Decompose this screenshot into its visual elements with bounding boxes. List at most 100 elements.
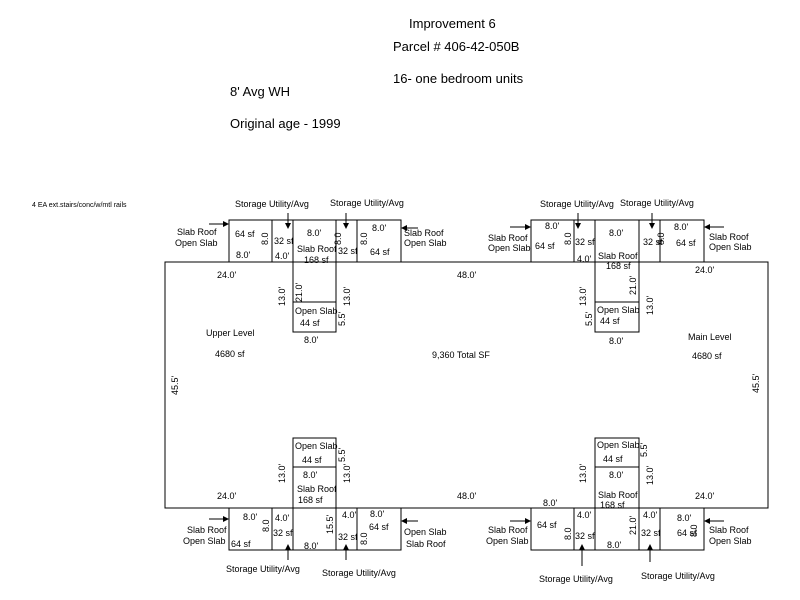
dims-d8: 8.0'	[370, 509, 385, 519]
bl-32-left	[271, 507, 294, 551]
dims-d21: 21.0'	[628, 275, 638, 295]
labels-sf-64: 64 sf	[535, 241, 555, 251]
labels-open-slab: Open Slab	[404, 527, 447, 537]
labels-sf-64: 64 sf	[370, 247, 390, 257]
dims-d8: 8.0'	[609, 228, 624, 238]
dims-d8: 8.0'	[609, 470, 624, 480]
labels-slab-roof: Slab Roof	[488, 525, 528, 535]
labels-sf-64: 64 sf	[676, 238, 696, 248]
dims-d8: 8.0'	[307, 228, 322, 238]
wall-height: 8' Avg WH	[230, 84, 291, 99]
labels-slab-roof: Slab Roof	[406, 539, 446, 549]
original-age: Original age - 1999	[230, 116, 341, 131]
total-sf: 9,360 Total SF	[432, 350, 490, 360]
dims-d13: 13.0'	[645, 465, 655, 485]
labels-sf-44: 44 sf	[302, 455, 322, 465]
labels-slab-roof: Slab Roof	[297, 244, 337, 254]
bl-64-right	[356, 507, 402, 551]
labels-sf-44: 44 sf	[603, 454, 623, 464]
br-storage-left: Storage Utility/Avg	[539, 574, 613, 584]
dims-d8: 8.0'	[243, 512, 258, 522]
br-open-slab	[594, 437, 640, 551]
labels-sf-64: 64 sf	[231, 539, 251, 549]
dims-d8: 8.0'	[543, 498, 558, 508]
dims-d8a: 8.0	[563, 527, 573, 540]
dims-d21: 21.0'	[628, 515, 638, 535]
labels-sf-32: 32 sf	[575, 237, 595, 247]
labels-open-slab: Open Slab	[597, 440, 640, 450]
dims-d8: 8.0'	[607, 540, 622, 550]
dims-d4: 4.0'	[577, 510, 592, 520]
labels-open-slab: Open Slab	[486, 536, 529, 546]
labels-open-slab: Open Slab	[295, 441, 338, 451]
dims-d4: 4.0'	[643, 510, 658, 520]
tl-slab-roof	[292, 219, 337, 333]
dims-d24: 24.0'	[695, 491, 715, 501]
br-64-right	[659, 507, 705, 551]
dims-d13: 13.0'	[277, 463, 287, 483]
dims-d24: 24.0'	[217, 491, 237, 501]
dims-d48: 48.0'	[457, 270, 477, 280]
main-level-label: Main Level	[688, 332, 732, 342]
dims-d8a: 8.0	[563, 232, 573, 245]
dims-d5-5: 5.5'	[584, 311, 594, 326]
dims-d8: 8.0'	[304, 541, 319, 551]
labels-slab-roof: Slab Roof	[488, 233, 528, 243]
main-level-sf: 4680 sf	[692, 351, 722, 361]
labels-open-slab: Open Slab	[597, 305, 640, 315]
bl-storage-left: Storage Utility/Avg	[226, 564, 300, 574]
dims-d5-5: 5.5'	[337, 311, 347, 326]
dims-d8a: 8.0	[333, 232, 343, 245]
labels-sf-64: 64 sf	[677, 528, 697, 538]
labels-open-slab: Open Slab	[709, 536, 752, 546]
dims-d8a: 8.0	[359, 532, 369, 545]
dims-d13: 13.0'	[645, 295, 655, 315]
dims-d13: 13.0'	[578, 463, 588, 483]
labels-sf-32: 32 sf	[338, 532, 358, 542]
dims-d5-5: 5.5'	[337, 447, 347, 462]
upper-level-label: Upper Level	[206, 328, 255, 338]
labels-slab-roof: Slab Roof	[598, 490, 638, 500]
dims-d8a: 8.0	[656, 232, 666, 245]
labels-open-slab: Open Slab	[488, 243, 531, 253]
dims-d24: 24.0'	[217, 270, 237, 280]
dims-d45-5: 45.5'	[751, 373, 761, 393]
title: Improvement 6	[409, 16, 496, 31]
labels-open-slab: Open Slab	[183, 536, 226, 546]
br-storage-right: Storage Utility/Avg	[641, 571, 715, 581]
labels-sf-168: 168 sf	[304, 255, 329, 265]
labels-sf-32: 32 sf	[643, 237, 663, 247]
dims-d8a: 8.0	[359, 232, 369, 245]
labels-sf-44: 44 sf	[600, 316, 620, 326]
dims-d8: 8.0'	[677, 513, 692, 523]
dims-d4: 4.0'	[342, 510, 357, 520]
parcel-number: Parcel # 406-42-050B	[393, 39, 520, 54]
labels-slab-roof: Slab Roof	[709, 525, 749, 535]
labels-slab-roof: Slab Roof	[177, 227, 217, 237]
dims-d13: 13.0'	[342, 463, 352, 483]
labels-sf-64: 64 sf	[369, 522, 389, 532]
bl-open-slab	[292, 437, 337, 551]
dims-d15-5: 15.5'	[325, 514, 335, 534]
labels-open-slab: Open Slab	[175, 238, 218, 248]
labels-sf-64: 64 sf	[235, 229, 255, 239]
dims-d21: 21.0'	[294, 282, 304, 302]
tl-64-right	[356, 219, 402, 263]
dims-d45-5: 45.5'	[170, 375, 180, 395]
labels-open-slab: Open Slab	[709, 242, 752, 252]
dims-d4: 4.0'	[577, 254, 592, 264]
dims-d5-5: 5.5'	[639, 442, 649, 457]
tr-slab-roof	[594, 219, 640, 333]
dims-d13: 13.0'	[342, 286, 352, 306]
dims-d8: 8.0'	[545, 221, 560, 231]
labels-slab-roof: Slab Roof	[404, 228, 444, 238]
dims-d4: 4.0'	[275, 251, 290, 261]
dims-d48: 48.0'	[457, 491, 477, 501]
dims-d8: 8.0'	[236, 250, 251, 260]
dims-d13: 13.0'	[578, 286, 588, 306]
unit-count: 16- one bedroom units	[393, 71, 524, 86]
labels-sf-32: 32 sf	[575, 531, 595, 541]
dims-d8: 8.0'	[372, 223, 387, 233]
labels-sf-64: 64 sf	[537, 520, 557, 530]
